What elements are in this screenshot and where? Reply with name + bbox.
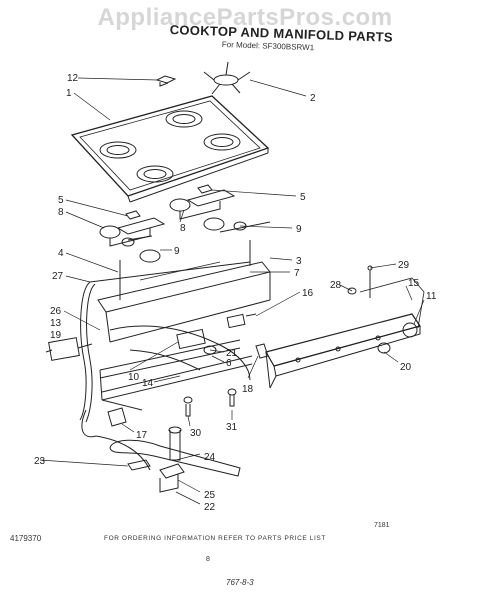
- callout-21: 21: [226, 348, 238, 359]
- callout-19: 19: [50, 330, 62, 341]
- oven-burner: [109, 426, 241, 493]
- cooktop: [70, 95, 270, 203]
- watermark: AppliancePartsPros.com: [97, 4, 393, 31]
- bracket-part-18: [255, 343, 269, 359]
- callout-22: 22: [204, 502, 216, 513]
- callout-15: 15: [408, 278, 420, 289]
- callout-9-left: 9: [174, 246, 180, 257]
- callout-27: 27: [52, 271, 64, 282]
- shutter-part-17: [107, 407, 127, 427]
- callout-18: 18: [242, 384, 254, 395]
- callout-30: 30: [190, 428, 202, 439]
- callout-23: 23: [34, 456, 46, 467]
- callout-26: 26: [50, 306, 62, 317]
- callout-16: 16: [302, 288, 314, 299]
- corner-code: 7181: [374, 522, 390, 529]
- callout-24: 24: [204, 452, 216, 463]
- callout-17: 17: [136, 430, 148, 441]
- callout-20: 20: [400, 362, 412, 373]
- burner-assembly-left: [99, 217, 166, 263]
- callout-7: 7: [294, 268, 300, 279]
- document-number: 4179370: [10, 534, 42, 543]
- valve-assembly: [176, 313, 257, 417]
- burner-box: [97, 240, 271, 343]
- ordering-note: FOR ORDERING INFORMATION REFER TO PARTS …: [104, 535, 326, 542]
- page-code: 767-8-3: [226, 578, 254, 587]
- callout-6: 6: [226, 358, 232, 369]
- callout-8-right: 8: [180, 223, 186, 234]
- callout-2: 2: [310, 93, 316, 104]
- callout-labels: 12 1 2 5 5 8 8 9 9 4 3 27 7 29 28 16 15 …: [34, 73, 437, 513]
- callout-1: 1: [66, 88, 72, 99]
- callout-8-left: 8: [58, 207, 64, 218]
- leader-lines: [39, 77, 425, 505]
- callout-14: 14: [142, 378, 154, 389]
- clip-part-12: [155, 75, 177, 87]
- burner-grate-part-2: [203, 61, 251, 95]
- callout-9-right: 9: [296, 224, 302, 235]
- page-letter: 8: [206, 556, 210, 563]
- callout-31: 31: [226, 422, 238, 433]
- callout-28: 28: [330, 280, 342, 291]
- callout-4: 4: [58, 248, 64, 259]
- callout-11: 11: [426, 291, 437, 302]
- control-panel: [265, 265, 425, 389]
- callout-13: 13: [50, 318, 62, 329]
- callout-25: 25: [204, 490, 216, 501]
- callout-5-left: 5: [58, 195, 64, 206]
- callout-12: 12: [67, 73, 79, 84]
- callout-3: 3: [296, 256, 302, 267]
- pressure-regulator: [45, 337, 93, 361]
- callout-29: 29: [398, 260, 410, 271]
- callout-5-right: 5: [300, 192, 306, 203]
- callout-10: 10: [128, 372, 140, 383]
- manifold-tubes: [79, 261, 253, 471]
